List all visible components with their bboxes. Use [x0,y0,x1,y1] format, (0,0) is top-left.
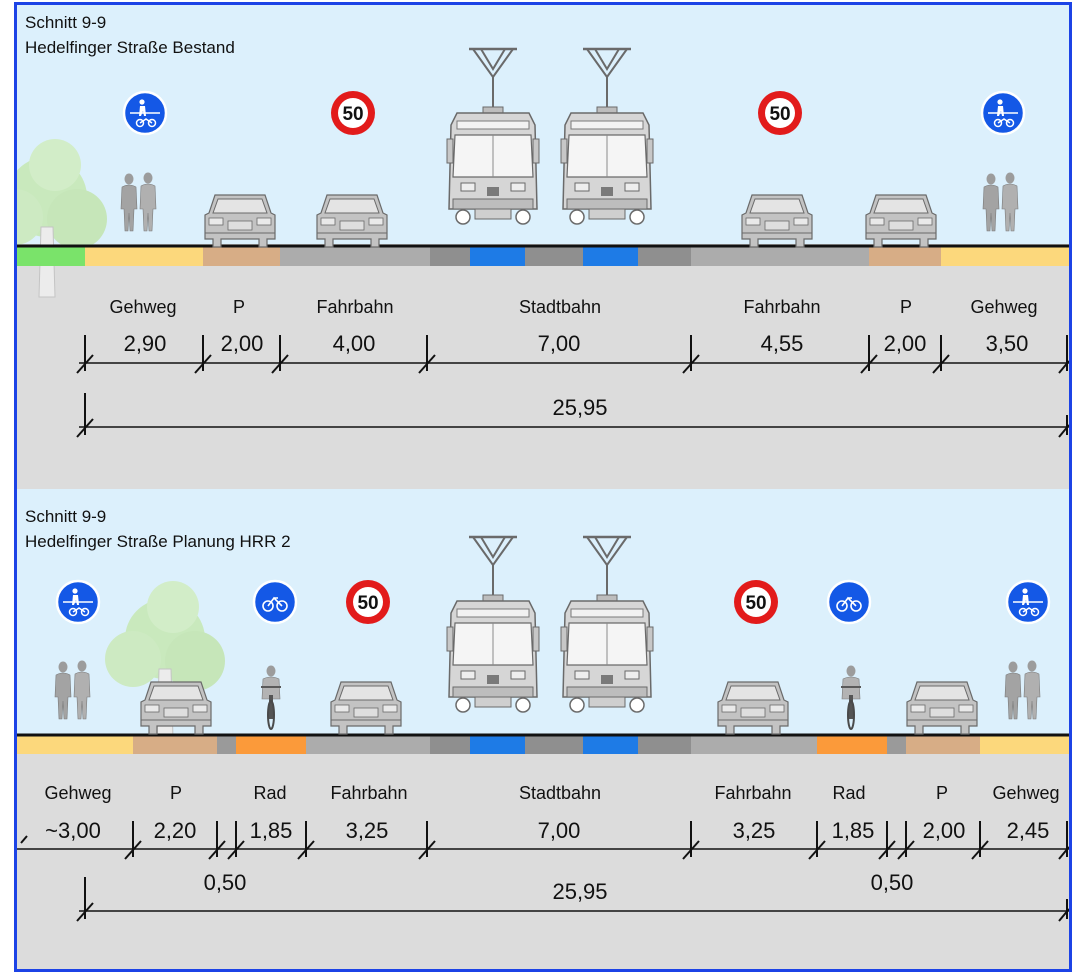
section2-label-rad: Rad [832,783,865,803]
section2: Schnitt 9-9 Hedelfinger Straße Planung H… [17,507,1069,922]
section2-strip-railbed [525,736,583,754]
section1-dim-fahrbahn: 4,55 [761,331,804,356]
section1-title-line1: Schnitt 9-9 [25,13,106,32]
shared-footway-sign-icon [1005,579,1051,625]
section1-strip-railbed [525,247,583,266]
section1-strip-walkway-left [85,247,203,266]
speed-limit-sign: 50 [734,580,778,624]
speed-limit-value: 50 [357,593,378,614]
section2-strip-roadway-left [306,736,430,754]
car-icon [906,681,978,735]
section2-dim-rad: 1,85 [832,818,875,843]
section2-strip-parking-right [906,736,980,754]
car-icon [717,681,789,735]
section2-strip-walkway-right [980,736,1069,754]
cross-section-svg: Schnitt 9-9 Hedelfinger Straße Bestand [17,5,1069,969]
section1-label-fahrbahn: Fahrbahn [316,297,393,317]
section1-strip-parking-right [869,247,941,266]
section2-label-gehweg: Gehweg [992,783,1059,803]
section2-label-stadtbahn: Stadtbahn [519,783,601,803]
section2-title-line1: Schnitt 9-9 [25,507,106,526]
speed-limit-value: 50 [769,104,790,125]
section1-strip-track [470,247,525,266]
section1-label-fahrbahn: Fahrbahn [743,297,820,317]
section1-strip-walkway-right [941,247,1069,266]
section2-label-gehweg: Gehweg [44,783,111,803]
section1-label-gehweg: Gehweg [970,297,1037,317]
section1-strip-roadway-left [280,247,430,266]
section2-strip-parking-left [133,736,217,754]
car-icon [865,194,937,248]
section1-dim-total: 25,95 [552,395,607,420]
section2-dim-gehweg: ~3,00 [45,818,101,843]
section1-ground [17,244,1069,489]
section2-strip-separator-right [887,736,906,754]
section1-label-p: P [233,297,245,317]
shared-footway-sign-icon [55,579,101,625]
section2-dim-gehweg: 2,45 [1007,818,1050,843]
section2-strip-roadway-right [691,736,817,754]
section1-strip-parking-left [203,247,280,266]
section2-label-p: P [170,783,182,803]
section2-dim-total: 25,95 [552,879,607,904]
section2-dim-rad: 1,85 [250,818,293,843]
bike-lane-sign-icon [252,579,298,625]
section2-dim-fahrbahn: 3,25 [733,818,776,843]
car-icon [741,194,813,248]
section2-label-fahrbahn: Fahrbahn [714,783,791,803]
section2-dim-separator-right: 0,50 [871,870,914,895]
section1: Schnitt 9-9 Hedelfinger Straße Bestand [17,13,1069,438]
section1-label-stadtbahn: Stadtbahn [519,297,601,317]
section1-strip-green [17,247,85,266]
section2-dim-fahrbahn: 3,25 [346,818,389,843]
section1-dim-p: 2,00 [221,331,264,356]
section2-label-rad: Rad [253,783,286,803]
speed-limit-sign: 50 [331,91,375,135]
section2-strip-separator-left [217,736,236,754]
section1-label-p: P [900,297,912,317]
section1-strip-roadway-right [691,247,869,266]
section1-dim-fahrbahn: 4,00 [333,331,376,356]
section1-dim-stadtbahn: 7,00 [538,331,581,356]
section1-dim-p: 2,00 [884,331,927,356]
car-icon [204,194,276,248]
speed-limit-value: 50 [745,593,766,614]
speed-limit-value: 50 [342,104,363,125]
shared-footway-sign-icon [980,90,1026,136]
section2-ground [17,734,1069,969]
section2-strip-bike-right [817,736,887,754]
cross-section-drawing: Schnitt 9-9 Hedelfinger Straße Bestand [14,2,1072,972]
section2-dim-separator-left: 0,50 [204,870,247,895]
section2-dim-p: 2,00 [923,818,966,843]
car-icon [316,194,388,248]
car-icon [140,681,212,735]
section1-strip-railbed [430,247,470,266]
section2-strip-track [470,736,525,754]
section2-label-p: P [936,783,948,803]
section2-dim-stadtbahn: 7,00 [538,818,581,843]
section2-label-fahrbahn: Fahrbahn [330,783,407,803]
section2-strip-railbed [638,736,691,754]
section1-strip-track [583,247,638,266]
section2-strip-walkway-left [17,736,133,754]
speed-limit-sign: 50 [346,580,390,624]
section2-dim-p: 2,20 [154,818,197,843]
shared-footway-sign-icon [122,90,168,136]
section1-strip-railbed [638,247,691,266]
section1-dim-gehweg: 3,50 [986,331,1029,356]
section1-label-gehweg: Gehweg [109,297,176,317]
bike-lane-sign-icon [826,579,872,625]
section1-dim-gehweg: 2,90 [124,331,167,356]
section1-title-line2: Hedelfinger Straße Bestand [25,38,235,57]
section2-strip-track [583,736,638,754]
section2-strip-bike-left [236,736,306,754]
section2-title-line2: Hedelfinger Straße Planung HRR 2 [25,532,291,551]
car-icon [330,681,402,735]
speed-limit-sign: 50 [758,91,802,135]
section2-strip-railbed [430,736,470,754]
